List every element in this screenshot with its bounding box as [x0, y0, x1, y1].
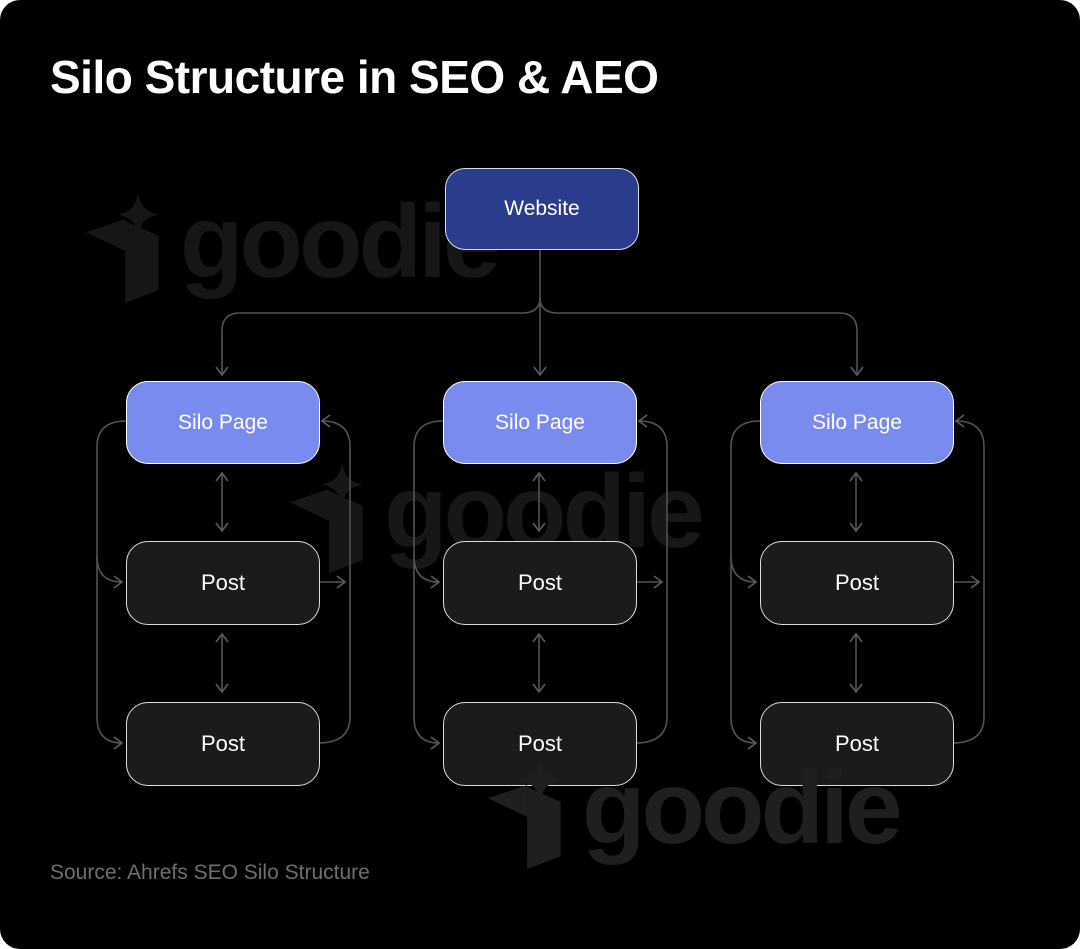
edge-silo1-left-to-post1 [96, 555, 124, 589]
node-website-label: Website [504, 197, 580, 220]
goodie-logo-icon [85, 193, 159, 304]
page-title: Silo Structure in SEO & AEO [50, 51, 659, 103]
edge-silo3-left-loop [730, 420, 761, 750]
node-post-label: Post [517, 570, 563, 595]
node-post-3-2: Post [760, 702, 954, 786]
sparkle-icon [519, 759, 561, 802]
sparkle-icon [117, 193, 159, 236]
edge-website-to-silo-left [215, 297, 541, 377]
node-silo-page-3: Silo Page [760, 381, 954, 464]
edge-silo1-left-loop [96, 420, 127, 750]
node-silo-label: Silo Page [178, 410, 268, 434]
node-post-label: Post [834, 570, 880, 595]
edge-posts3-right-loop [951, 414, 985, 744]
node-post-2-1: Post [443, 541, 637, 625]
watermark-text: goodie [582, 750, 903, 866]
node-post-3-1: Post [760, 541, 954, 625]
edge-website-to-silo-right [539, 297, 864, 377]
node-silo-page-2: Silo Page [443, 381, 637, 464]
goodie-logo-icon [487, 759, 561, 870]
node-post-label: Post [834, 731, 880, 756]
node-silo-page-1: Silo Page [126, 381, 320, 464]
node-post-label: Post [200, 731, 246, 756]
edge-silo3-left-to-post1 [730, 555, 758, 589]
goodie-watermark-bottom: goodie [486, 750, 903, 874]
node-website: Website [445, 168, 639, 250]
node-post-label: Post [200, 570, 246, 595]
node-silo-label: Silo Page [495, 410, 585, 434]
node-silo-label: Silo Page [812, 410, 902, 434]
source-attribution: Source: Ahrefs SEO Silo Structure [50, 861, 370, 884]
node-post-1-1: Post [126, 541, 320, 625]
node-post-label: Post [517, 731, 563, 756]
goodie-watermark-top: goodie [84, 190, 501, 308]
node-post-1-2: Post [126, 702, 320, 786]
